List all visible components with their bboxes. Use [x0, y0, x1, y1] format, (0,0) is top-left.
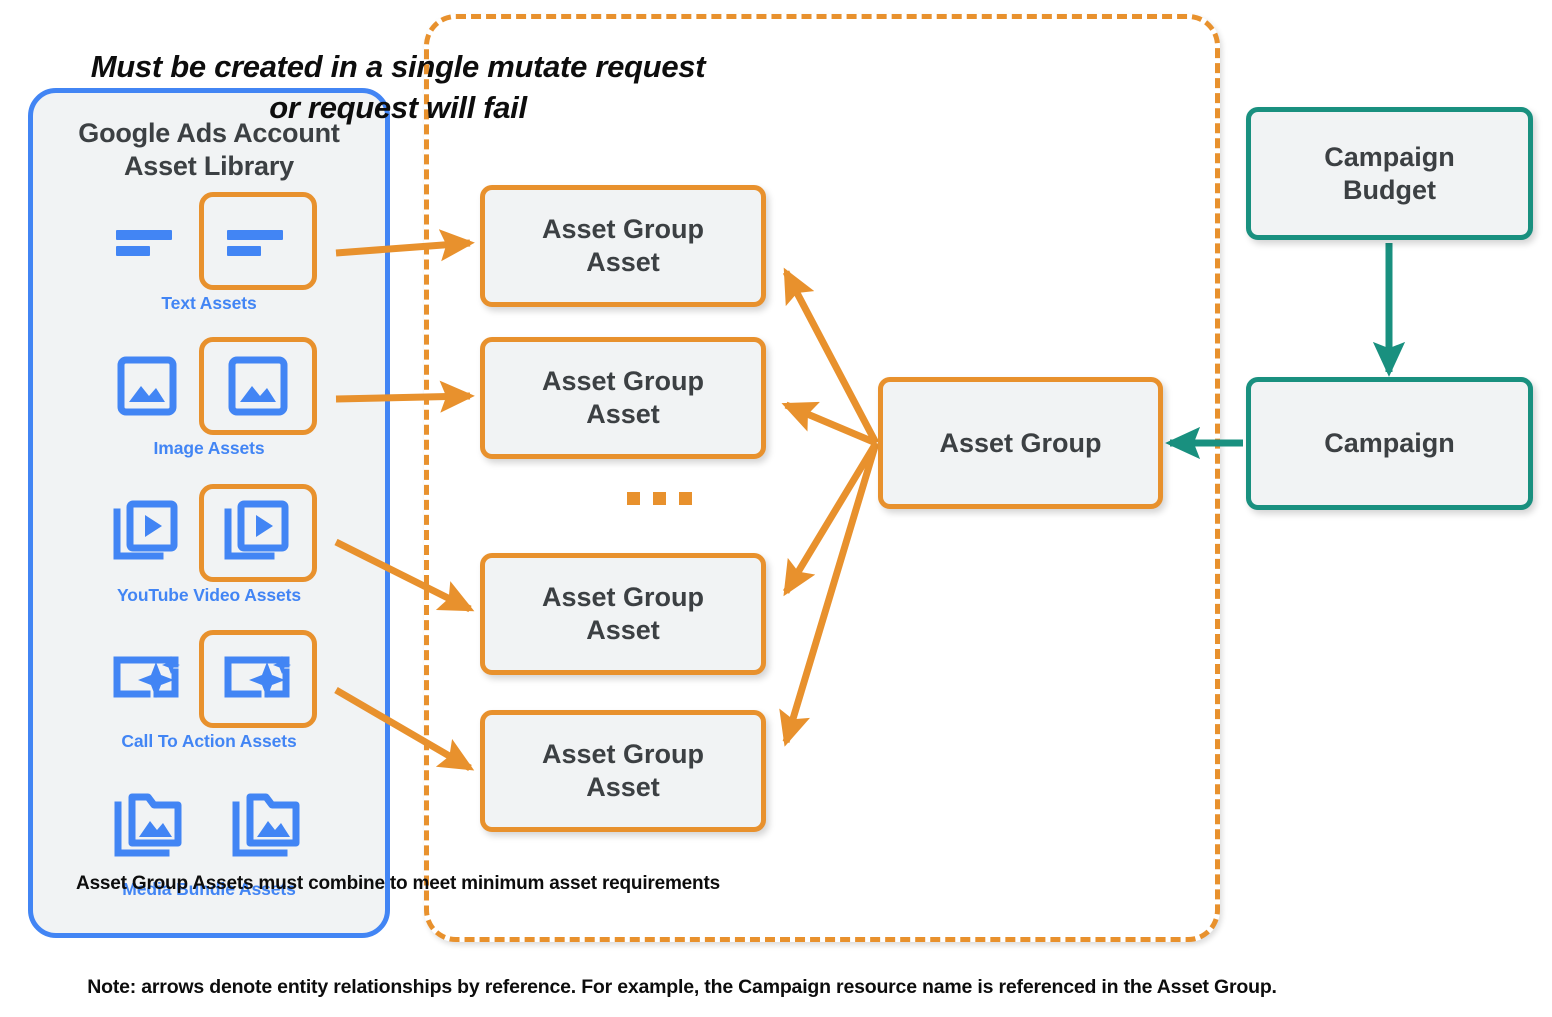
asset-row-video: YouTube Video Assets	[33, 484, 385, 613]
asset-group-node[interactable]: Asset Group	[878, 377, 1163, 509]
asset-group-asset-label-2a: Asset Group	[541, 366, 705, 397]
call-to-action-sparkle-icon	[101, 639, 193, 719]
campaign-label: Campaign	[1324, 428, 1455, 459]
asset-library-title-line2: Asset Library	[124, 151, 294, 182]
text-lines-icon-highlighted[interactable]	[199, 192, 317, 290]
ellipsis-dot-3	[679, 492, 692, 505]
asset-group-asset-node-4[interactable]: Asset Group Asset	[480, 710, 766, 832]
mutate-request-title-line1: Must be created in a single mutate reque…	[90, 49, 706, 84]
ellipsis-dot-1	[627, 492, 640, 505]
asset-group-asset-label-2b: Asset	[586, 399, 660, 429]
video-stack-icon-highlighted[interactable]	[199, 484, 317, 582]
asset-group-asset-label-1b: Asset	[586, 247, 660, 277]
asset-group-asset-node-2[interactable]: Asset Group Asset	[480, 337, 766, 459]
asset-group-asset-label-1a: Asset Group	[541, 214, 705, 245]
asset-group-asset-node-3[interactable]: Asset Group Asset	[480, 553, 766, 675]
asset-group-label: Asset Group	[939, 427, 1102, 458]
media-bundle-folder-icon	[104, 787, 196, 867]
image-icon-highlighted[interactable]	[199, 337, 317, 435]
asset-library-title-line1: Google Ads Account	[78, 118, 340, 148]
asset-library-panel: Google Ads Account Asset Library	[28, 88, 390, 938]
campaign-budget-label-line2: Budget	[1343, 174, 1436, 205]
call-to-action-sparkle-icon-highlighted[interactable]	[199, 630, 317, 728]
diagram-bottom-note: Note: arrows denote entity relationships…	[87, 976, 1277, 998]
campaign-budget-label-line1: Campaign	[1324, 141, 1455, 172]
asset-caption-text: Text Assets	[161, 293, 257, 313]
asset-caption-media-bundle: Media Bundle Assets	[122, 879, 296, 899]
asset-group-asset-node-1[interactable]: Asset Group Asset	[480, 185, 766, 307]
asset-group-asset-label-3b: Asset	[586, 615, 660, 645]
asset-caption-cta: Call To Action Assets	[121, 731, 297, 751]
mutate-request-title-line2: or request will fail	[269, 89, 527, 125]
asset-row-text: Text Assets	[33, 192, 385, 321]
asset-row-cta: Call To Action Assets	[33, 630, 385, 759]
asset-group-asset-label-3a: Asset Group	[541, 582, 705, 613]
mutate-request-footnote: Asset Group Assets must combine to meet …	[76, 873, 720, 894]
asset-caption-video: YouTube Video Assets	[116, 585, 302, 605]
ellipsis-indicator	[627, 492, 692, 505]
media-bundle-folder-icon-2	[222, 787, 314, 867]
asset-group-asset-label-4b: Asset	[586, 772, 660, 802]
ellipsis-dot-2	[653, 492, 666, 505]
asset-library-title: Google Ads Account Asset Library	[33, 117, 385, 184]
image-icon	[101, 346, 193, 426]
asset-group-asset-label-4a: Asset Group	[541, 739, 705, 770]
campaign-budget-node[interactable]: Campaign Budget	[1246, 107, 1533, 240]
campaign-node[interactable]: Campaign	[1246, 377, 1533, 510]
asset-row-image: Image Assets	[33, 337, 385, 466]
video-stack-icon	[101, 493, 193, 573]
asset-row-media-bundle: Media Bundle Assets	[33, 779, 385, 907]
asset-caption-image: Image Assets	[153, 438, 265, 458]
mutate-request-title: Must be created in a single mutate reque…	[30, 47, 766, 129]
text-lines-icon	[101, 201, 193, 281]
